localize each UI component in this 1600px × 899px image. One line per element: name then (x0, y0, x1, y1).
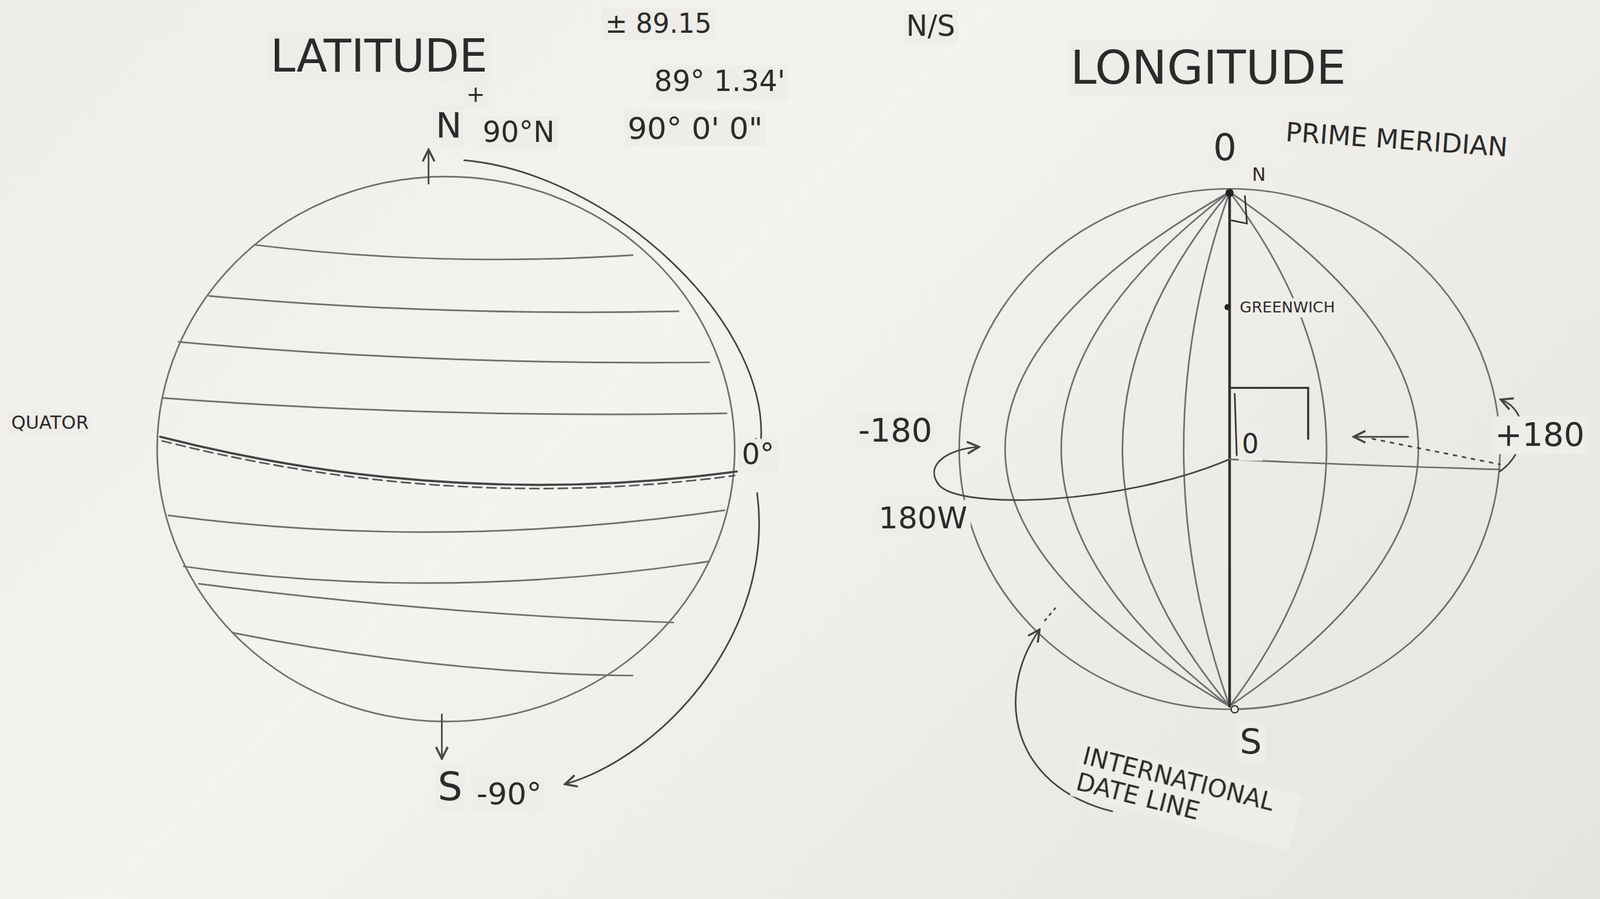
place-label: GREENWICH (1236, 297, 1338, 317)
sign-label: + (463, 81, 489, 109)
heading: LATITUDE (267, 30, 491, 82)
note: ± 89.15 (602, 7, 716, 39)
heading: LONGITUDE (1067, 40, 1349, 95)
meridian-label: PRIME MERIDIAN (1281, 116, 1513, 164)
dateline-label: INTERNATIONAL DATE LINE (1069, 740, 1303, 850)
degree-label: 0 (1210, 126, 1240, 170)
note: 89° 1.34' (650, 65, 788, 99)
equator-label: QUATOR (7, 411, 92, 434)
degree-label: +180 (1492, 416, 1588, 455)
pole-label: N (1248, 163, 1269, 186)
note: 90° 0' 0" (624, 110, 767, 147)
degree-label: -90° (473, 775, 546, 812)
note: N/S (903, 10, 959, 44)
degree-label: 0 (1238, 428, 1262, 460)
pole-label: S (1236, 722, 1265, 763)
pole-label: S (434, 765, 466, 811)
degree-label: 180W (875, 499, 970, 536)
degree-label: 90°N (479, 116, 558, 150)
degree-label: 0° (738, 438, 778, 472)
degree-label: -180 (855, 412, 936, 451)
pole-label: N (432, 106, 465, 147)
